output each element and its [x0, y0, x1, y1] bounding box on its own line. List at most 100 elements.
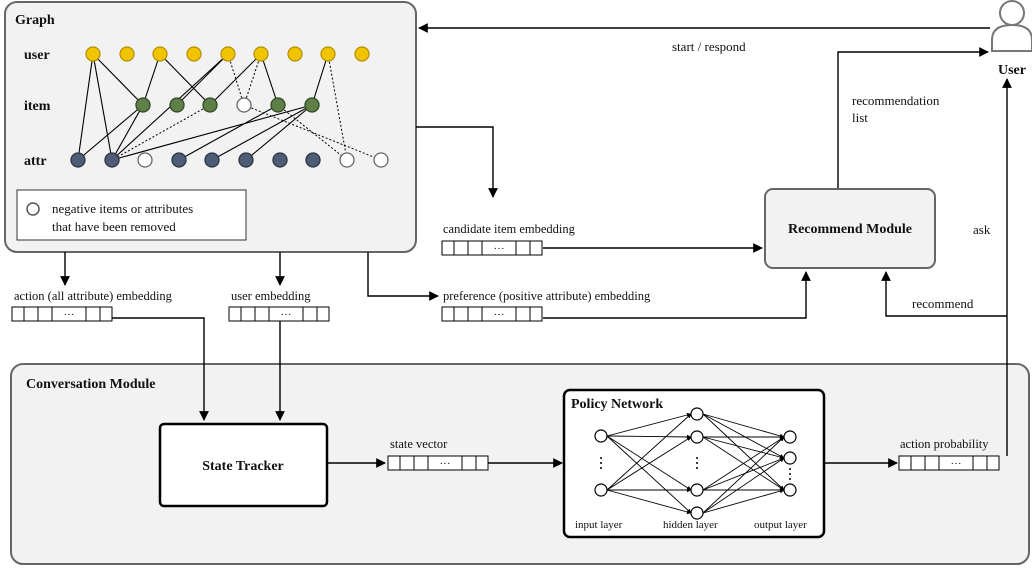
- vector-dots: ···: [951, 458, 962, 470]
- graph-nodes: [70, 46, 389, 168]
- user-icon: [991, 0, 1032, 52]
- output-layer-label: output layer: [754, 519, 807, 531]
- output-neuron: [783, 451, 797, 465]
- neural-network: [594, 407, 797, 520]
- attr-node-negative: [373, 152, 389, 168]
- attr-node-negative: [137, 152, 153, 168]
- row-label-attr: attr: [24, 154, 47, 169]
- input-neuron: [594, 429, 608, 443]
- nn-connection: [606, 412, 692, 437]
- user-node: [253, 46, 269, 62]
- graph-to-preference-arrow: [367, 252, 439, 301]
- user-node: [354, 46, 370, 62]
- hidden-neuron: [690, 430, 704, 444]
- state-vector-label: state vector: [390, 437, 448, 451]
- vector-dots: ···: [494, 309, 505, 321]
- item-node: [304, 97, 320, 113]
- graph-edge: [159, 53, 211, 106]
- output-ellipsis: [789, 468, 791, 470]
- hidden-ellipsis: [696, 467, 698, 469]
- graph-edge: [77, 104, 144, 161]
- nn-connection: [702, 436, 785, 460]
- user-label: User: [998, 63, 1026, 78]
- row-label-item: item: [24, 99, 51, 114]
- preference-embedding-label: preference (positive attribute) embeddin…: [443, 289, 651, 303]
- graph-edge-removed: [111, 104, 211, 161]
- nn-connection: [606, 489, 692, 515]
- input-neuron: [594, 483, 608, 497]
- graph-edge: [211, 104, 313, 161]
- legend-text-line1: negative items or attributes: [52, 201, 193, 216]
- recommend-arrow: [881, 271, 1007, 317]
- nn-connection: [606, 413, 692, 491]
- attr-node: [171, 152, 187, 168]
- start-respond-label: start / respond: [672, 39, 746, 54]
- vector-dots: ···: [64, 309, 75, 321]
- legend-box: [16, 189, 247, 241]
- output-neuron: [783, 430, 797, 444]
- graph-edge: [111, 104, 313, 161]
- graph-edge: [260, 53, 279, 106]
- output-neuron: [783, 483, 797, 497]
- user-embedding-label: user embedding: [231, 289, 311, 303]
- graph-edge-removed: [243, 53, 262, 106]
- state-vector: ···: [387, 455, 489, 471]
- graph-edge-removed: [277, 104, 348, 161]
- nn-connection: [702, 457, 785, 514]
- output-ellipsis: [789, 478, 791, 480]
- vector-dots: ···: [440, 458, 451, 470]
- nn-connection: [606, 436, 692, 491]
- nn-connection: [702, 436, 785, 514]
- hidden-layer-label: hidden layer: [663, 519, 718, 531]
- recommend-module-label: Recommend Module: [788, 222, 912, 237]
- nn-connection: [702, 436, 785, 491]
- nn-connection: [606, 435, 692, 514]
- attr-node: [204, 152, 220, 168]
- item-node: [270, 97, 286, 113]
- ask-label: ask: [973, 222, 991, 237]
- graph-edge: [142, 53, 161, 106]
- nn-connection: [702, 413, 785, 491]
- user-node: [186, 46, 202, 62]
- graph-title: Graph: [15, 13, 55, 28]
- input-ellipsis: [600, 467, 602, 469]
- user-node: [320, 46, 336, 62]
- recommendation-list-arrow: [837, 47, 989, 189]
- nn-connection: [702, 413, 785, 439]
- item-node: [202, 97, 218, 113]
- action-probability-label: action probability: [900, 437, 989, 451]
- vector-dots: ···: [281, 309, 292, 321]
- attr-node: [272, 152, 288, 168]
- recommend-module-box: [764, 188, 936, 269]
- user-node: [287, 46, 303, 62]
- nn-connection: [702, 457, 785, 491]
- graph-panel: Graph user item attr negative items or a…: [4, 1, 417, 253]
- conversation-module-title: Conversation Module: [26, 377, 156, 392]
- graph-edge: [245, 104, 313, 161]
- attr-node-negative: [339, 152, 355, 168]
- negative-node-legend-icon: [26, 202, 40, 216]
- item-node: [135, 97, 151, 113]
- graph-edge: [92, 53, 144, 106]
- state-tracker-box: [158, 422, 329, 508]
- preference-to-recommend-arrow: [543, 271, 811, 319]
- candidate-item-embedding-label: candidate item embedding: [443, 222, 576, 236]
- nn-connection: [606, 434, 692, 440]
- preference-embedding-vector: ···: [441, 306, 543, 322]
- graph-edge-removed: [227, 53, 245, 106]
- action-to-tracker-arrow: [112, 317, 209, 421]
- graph-edge: [111, 104, 144, 161]
- graph-edge: [77, 53, 94, 161]
- action-embedding-label: action (all attribute) embedding: [14, 289, 173, 303]
- nn-connection: [702, 488, 785, 514]
- graph-edge: [178, 104, 279, 161]
- output-ellipsis: [789, 473, 791, 475]
- attr-node: [70, 152, 86, 168]
- recommend-label: recommend: [912, 296, 974, 311]
- graph-edge: [92, 53, 113, 161]
- action-probability-vector: ···: [898, 455, 1000, 471]
- input-ellipsis: [600, 457, 602, 459]
- legend-text-line2: that have been removed: [52, 219, 176, 234]
- state-tracker-label: State Tracker: [202, 459, 284, 474]
